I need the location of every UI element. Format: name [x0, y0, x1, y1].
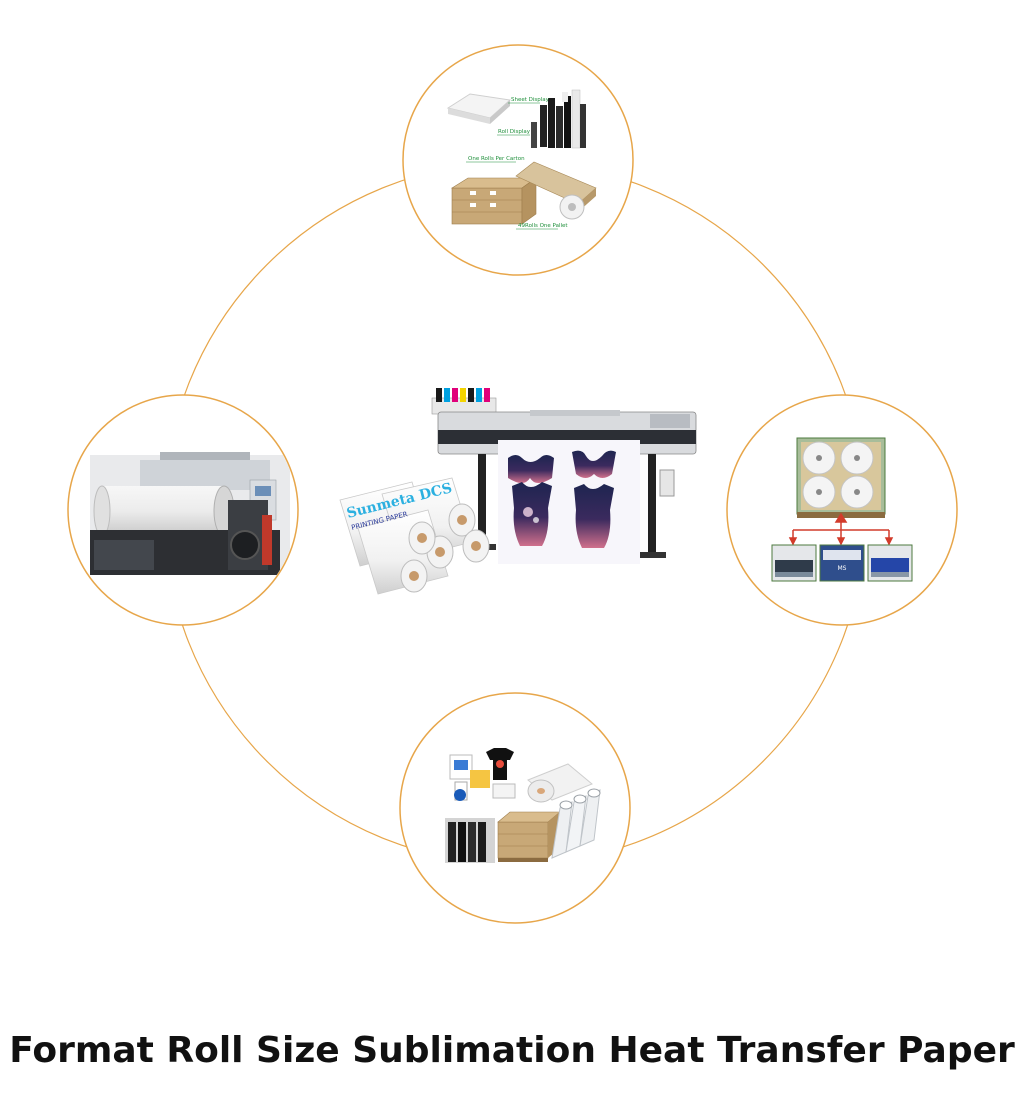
ink-bottles	[431, 388, 497, 415]
single-roll-image	[527, 763, 593, 803]
carton-pallet-image	[497, 811, 561, 862]
black-rolls-image	[445, 818, 495, 863]
printed-designs	[508, 450, 616, 548]
products-image	[449, 748, 516, 801]
pallet-rolls-image	[796, 437, 886, 518]
right-circle: MS	[726, 394, 958, 626]
transfer-paper-rolls: Sunmeta DCS PRINTING PAPER	[339, 477, 490, 595]
machine-badge: MS	[838, 565, 847, 572]
label-roll-display: Roll Display	[498, 129, 531, 135]
left-circle	[67, 394, 299, 626]
roll-display-image	[531, 89, 586, 149]
center-printer-image: Sunmeta DCS PRINTING PAPER	[339, 388, 697, 595]
carton-stack-image	[450, 177, 537, 225]
bottom-circle	[399, 692, 631, 924]
coating-machine-image	[90, 452, 290, 575]
label-rolls-per-pallet: 49Rolls One Pallet	[518, 223, 568, 229]
top-circle: Sheet Display Roll Display One Rolls Per…	[402, 44, 634, 276]
printer-machines-image: MS	[771, 544, 913, 582]
label-one-roll-per-carton: One Rolls Per Carton	[468, 156, 525, 162]
page-title: Format Roll Size Sublimation Heat Transf…	[9, 1030, 1015, 1071]
wrapped-rolls-image	[551, 788, 601, 859]
sheet-stack-image	[446, 93, 512, 124]
label-sheet-display: Sheet Display	[511, 97, 550, 103]
roll-box-image	[515, 161, 597, 220]
distribution-arrows	[788, 512, 894, 546]
